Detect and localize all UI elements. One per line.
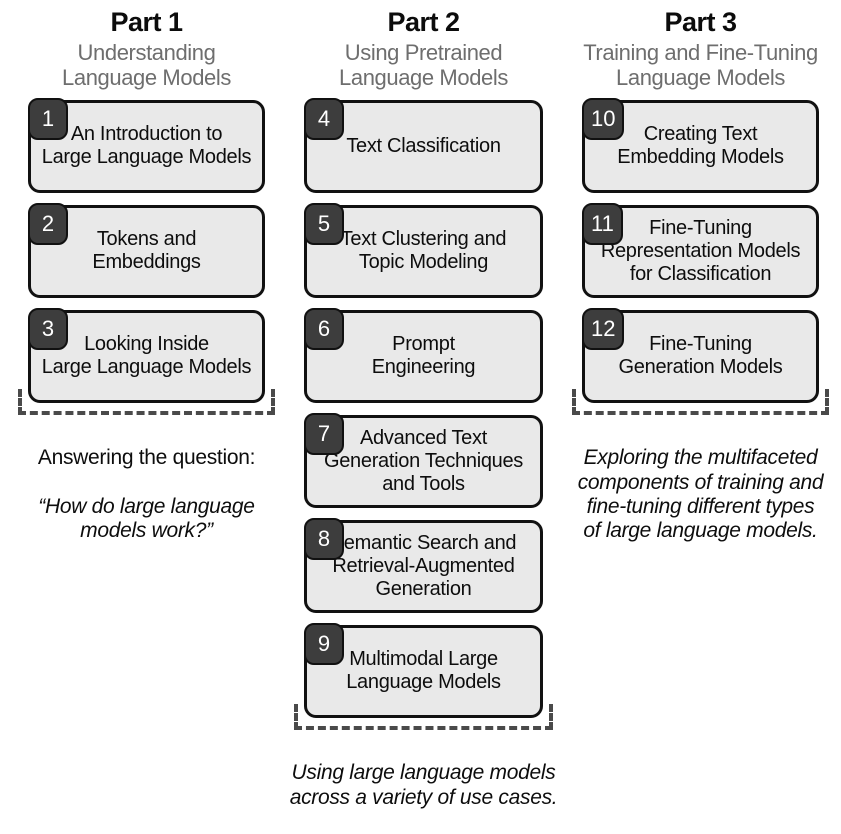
chapter-title: Text Classification bbox=[338, 135, 508, 158]
part1-chapter-list: 1 An Introduction to Large Language Mode… bbox=[28, 100, 265, 415]
chapter-title: Advanced Text Generation Techniques and … bbox=[316, 427, 531, 496]
chapter-number-badge: 2 bbox=[28, 203, 68, 245]
part1-title: Part 1 bbox=[110, 8, 182, 38]
book-structure-diagram: Part 1 Understanding Language Models 1 A… bbox=[0, 0, 841, 782]
chapter-title: Prompt Engineering bbox=[364, 333, 483, 379]
part2-title: Part 2 bbox=[387, 8, 459, 38]
chapter-title: Fine-Tuning Representation Models for Cl… bbox=[593, 217, 808, 286]
part2-subtitle: Using Pretrained Language Models bbox=[294, 40, 554, 90]
chapter-number-badge: 5 bbox=[304, 203, 344, 245]
chapter-number-badge: 11 bbox=[582, 203, 623, 245]
chapter-number-badge: 7 bbox=[304, 413, 344, 455]
chapter-title: Semantic Search and Retrieval-Augmented … bbox=[323, 532, 525, 601]
part3-column: Part 3 Training and Fine-Tuning Language… bbox=[582, 8, 819, 834]
chapter-number-badge: 4 bbox=[304, 98, 344, 140]
part1-column: Part 1 Understanding Language Models 1 A… bbox=[28, 8, 265, 834]
part3-title: Part 3 bbox=[664, 8, 736, 38]
chapter-box-3: 3 Looking Inside Large Language Models bbox=[28, 310, 265, 403]
part1-caption: Answering the question: “How do large la… bbox=[2, 422, 292, 568]
chapter-title: Fine-Tuning Generation Models bbox=[611, 333, 791, 379]
part2-caption: Using large language models across a var… bbox=[279, 737, 569, 834]
part1-subtitle: Understanding Language Models bbox=[17, 40, 277, 90]
chapter-title: Creating Text Embedding Models bbox=[609, 123, 791, 169]
chapter-box-5: 5 Text Clustering and Topic Modeling bbox=[304, 205, 543, 298]
chapter-title: Tokens and Embeddings bbox=[84, 228, 208, 274]
chapter-box-12: 12 Fine-Tuning Generation Models bbox=[582, 310, 819, 403]
chapter-box-11: 11 Fine-Tuning Representation Models for… bbox=[582, 205, 819, 298]
chapter-box-8: 8 Semantic Search and Retrieval-Augmente… bbox=[304, 520, 543, 613]
chapter-box-9: 9 Multimodal Large Language Models bbox=[304, 625, 543, 718]
chapter-number-badge: 6 bbox=[304, 308, 344, 350]
chapter-title: Text Clustering and Topic Modeling bbox=[333, 228, 515, 274]
chapter-box-4: 4 Text Classification bbox=[304, 100, 543, 193]
part3-caption: Exploring the multifaceted components of… bbox=[556, 422, 841, 568]
part1-caption-intro: Answering the question: bbox=[2, 446, 292, 470]
part2-column: Part 2 Using Pretrained Language Models … bbox=[304, 8, 543, 834]
part2-caption-text: Using large language models across a var… bbox=[279, 761, 569, 810]
chapter-box-7: 7 Advanced Text Generation Techniques an… bbox=[304, 415, 543, 508]
chapter-box-10: 10 Creating Text Embedding Models bbox=[582, 100, 819, 193]
chapter-box-2: 2 Tokens and Embeddings bbox=[28, 205, 265, 298]
part2-chapter-list: 4 Text Classification 5 Text Clustering … bbox=[304, 100, 543, 730]
chapter-box-1: 1 An Introduction to Large Language Mode… bbox=[28, 100, 265, 193]
chapter-box-6: 6 Prompt Engineering bbox=[304, 310, 543, 403]
chapter-number-badge: 1 bbox=[28, 98, 68, 140]
chapter-number-badge: 8 bbox=[304, 518, 344, 560]
chapter-title: Multimodal Large Language Models bbox=[338, 648, 509, 694]
part3-subtitle: Training and Fine-Tuning Language Models bbox=[571, 40, 831, 90]
chapter-number-badge: 12 bbox=[582, 308, 624, 350]
chapter-number-badge: 10 bbox=[582, 98, 624, 140]
chapter-number-badge: 9 bbox=[304, 623, 344, 665]
part1-caption-quote: “How do large language models work?” bbox=[2, 495, 292, 544]
chapter-number-badge: 3 bbox=[28, 308, 68, 350]
part3-chapter-list: 10 Creating Text Embedding Models 11 Fin… bbox=[582, 100, 819, 415]
part3-caption-text: Exploring the multifaceted components of… bbox=[556, 446, 841, 543]
